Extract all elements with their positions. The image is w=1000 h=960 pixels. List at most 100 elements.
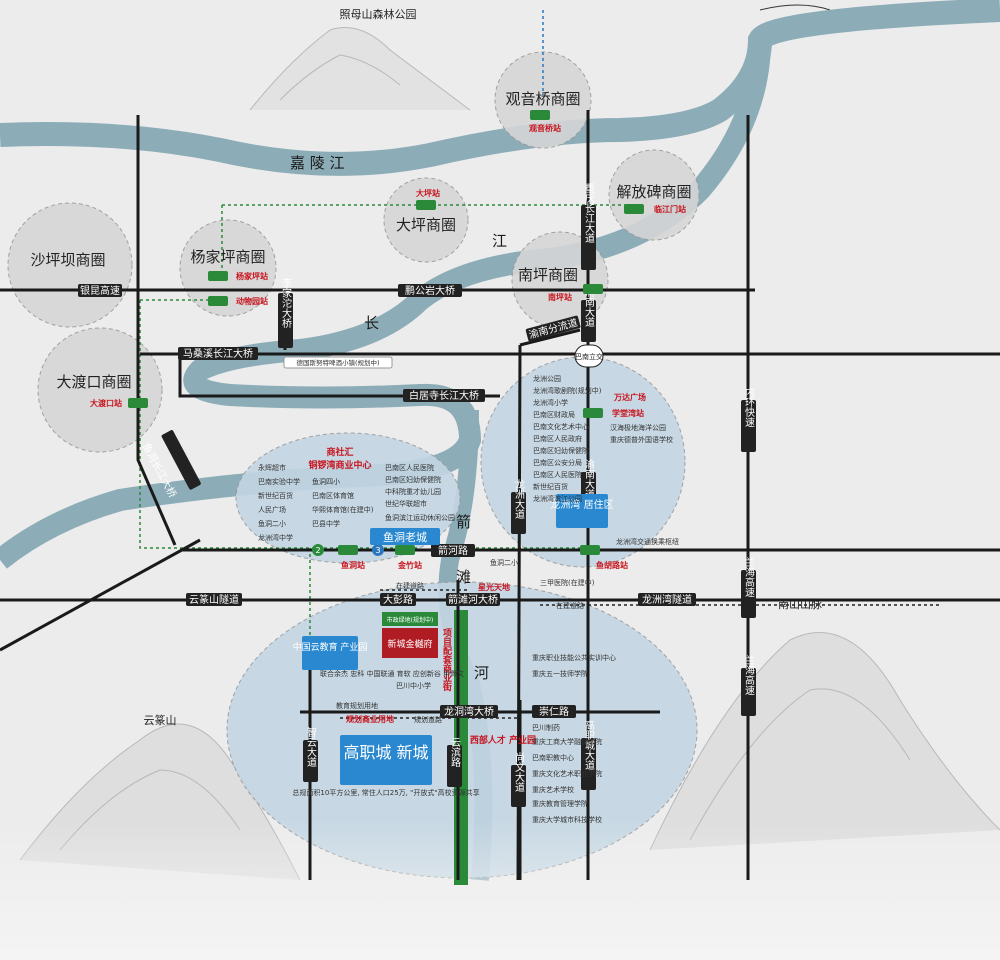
- road-gaozhicheng: 高职城大道: [583, 719, 595, 770]
- poi-right-5: 巴南区人民政府: [533, 434, 582, 443]
- road-longdongwan: 龙洞湾大桥: [444, 705, 494, 718]
- road-zhiyun: 智云大道: [305, 726, 317, 767]
- station-dadukou: 大渡口站: [90, 398, 122, 408]
- poi-right-9: 新世纪百货: [533, 482, 568, 491]
- road-dapeng: 大彭路: [383, 593, 413, 606]
- node-xingfu: 西部人才 产业园: [470, 734, 536, 746]
- poi-right-0: 龙洲公园: [533, 374, 561, 383]
- road-chongren: 崇仁路: [539, 705, 569, 718]
- river-changjiang-2: 长: [364, 314, 379, 332]
- station-yangjiaping: 杨家坪站: [236, 271, 268, 281]
- node-nanshan-mtn: 南山山脉: [778, 597, 822, 611]
- poi-left-13: 中科院重才幼儿园: [385, 487, 441, 496]
- road-yunan-1: 渝南大道: [583, 286, 595, 327]
- poi-south-4: 巴南职教中心: [532, 753, 574, 762]
- station-linjiangmen: 临江门站: [654, 204, 686, 214]
- poi-left-2: 新世纪百货: [258, 491, 293, 500]
- node-project-name: 新城金樾府: [387, 638, 432, 650]
- road-neihuan: 内环快速: [743, 386, 755, 427]
- road-jiantanhe: 箭滩河大桥: [448, 593, 498, 606]
- district-guanyinqiao: 观音桥商圈: [505, 90, 580, 108]
- river-jian-1: 箭: [456, 513, 471, 531]
- poi-guihuayongdi: 规划道路: [414, 715, 442, 724]
- poi-misc: 鱼洞二小 三甲医院(在建中) 在建道路 在建道路 巴川中小学 教育规划用地 规划…: [320, 537, 679, 724]
- poi-right-4: 巴南文化艺术中心: [533, 422, 589, 431]
- poi-right-11: 汉海极地海洋公园: [610, 423, 666, 432]
- road-yinkun: 银昆高速: [80, 284, 120, 297]
- poi-south-2: 巴川制药: [532, 723, 560, 732]
- poi-left-4: 鱼洞二小: [258, 519, 286, 528]
- road-nanhai-1: 兰海高速: [743, 556, 755, 597]
- node-yunzhuan-mtn: 云篆山: [144, 713, 177, 727]
- poi-south-5: 重庆文化艺术职业学院: [532, 769, 602, 778]
- poi-left-11: 巴南区人民医院: [385, 463, 434, 472]
- poi-south-0: 重庆职业技能公共实训中心: [532, 653, 616, 662]
- station-daping: 大坪站: [416, 188, 440, 198]
- poi-left-7: 巴南区体育馆: [312, 491, 354, 500]
- line-3-badge: 3: [375, 546, 380, 555]
- road-yunbin: 云滨路: [449, 737, 461, 768]
- road-penggongyan: 鹏公岩大桥: [405, 284, 455, 297]
- road-baijusi: 白居寺长江大桥: [409, 389, 479, 402]
- station-yuhulu: 鱼胡路站: [596, 560, 628, 570]
- node-shesheng: 商社汇: [326, 446, 353, 458]
- poi-south: 重庆职业技能公共实训中心 重庆五一技师学院 巴川制药 重庆工商大学融智学院 巴南…: [532, 653, 616, 824]
- poi-south-7: 重庆教育管理学院: [532, 799, 588, 808]
- poi-left-12: 巴南区妇幼保健院: [385, 475, 441, 484]
- poi-left-1: 巴南实验中学: [258, 477, 300, 486]
- road-eden: 德国斯努特啤酒小镇(规划中): [296, 358, 379, 367]
- station-dongwuyuan: 动物园站: [236, 296, 268, 306]
- poi-south-3: 重庆工商大学融智学院: [532, 737, 602, 746]
- station-guanyinqiao: 观音桥站: [529, 123, 561, 133]
- road-longzhou: 龙洲大道: [513, 478, 525, 519]
- road-longzhouwan-tunnel: 龙洲湾隧道: [642, 593, 692, 606]
- road-bananlijiao: 巴南立交: [575, 352, 603, 361]
- road-lijiatuo: 李家沱大桥: [280, 277, 292, 329]
- node-gaozhi-city: 高职城 新城: [343, 743, 428, 762]
- river-labels: 嘉 陵 江 江 长 箭 滩 河: [290, 154, 507, 682]
- poi-right-7: 巴南区公安分局: [533, 458, 582, 467]
- poi-left-0: 永辉超市: [258, 463, 286, 472]
- road-yunan-2: 渝南大道: [583, 458, 595, 499]
- river-jialing: [0, 0, 1000, 176]
- top-label: 照母山森林公园: [340, 7, 417, 21]
- poi-bachuan: 巴川中小学: [396, 681, 431, 690]
- stations: 观音桥站 大坪站 临江门站 杨家坪站 动物园站 南坪站 大渡口站 鱼洞站 金竹站…: [90, 110, 686, 570]
- poi-left: 永辉超市 巴南实验中学 新世纪百货 人民广场 鱼洞二小 龙洲湾中学 鱼洞四小 巴…: [258, 463, 455, 542]
- node-xingguang: 星光天地: [478, 582, 510, 592]
- road-jianhe: 箭河路: [438, 544, 468, 557]
- poi-left-8: 华熙体育馆(在建中): [312, 505, 374, 514]
- node-longzhouwan: 龙洲湾 居住区: [550, 498, 613, 511]
- node-xingwei: 项目配套商业街: [441, 628, 453, 692]
- poi-left-9: 巴县中学: [312, 519, 340, 528]
- line-2-badge: 2: [315, 546, 320, 555]
- station-nanping: 南坪站: [548, 292, 572, 302]
- poi-right-12: 重庆德普外国语学校: [610, 435, 673, 444]
- road-chongqing-changjiang: 重庆长江大道: [583, 182, 595, 243]
- district-titles: 观音桥商圈 解放碑商圈 大坪商圈 沙坪坝商圈 杨家坪商圈 南坪商圈 大渡口商圈: [30, 90, 691, 391]
- river-jian-3: 河: [474, 664, 489, 682]
- river-jian-2: 滩: [456, 568, 471, 586]
- district-nanping: 南坪商圈: [518, 266, 578, 284]
- poi-right-2: 龙洲湾小学: [533, 398, 568, 407]
- district-yangjiaping: 杨家坪商圈: [190, 248, 265, 266]
- road-labels: 银昆高速 鹏公岩大桥 李家沱大桥 马桑溪长江大桥 白居寺长江大桥 渝南分流道 巴…: [78, 182, 756, 807]
- station-jinzhu: 金竹站: [397, 560, 422, 570]
- poi-right-3: 巴南区财政局: [533, 410, 575, 419]
- poi-right: 龙洲公园 龙洲湾歌剧院(规划中) 龙洲湾小学 巴南区财政局 巴南文化艺术中心 巴…: [533, 374, 673, 503]
- station-xuetangwan: 学堂湾站: [612, 408, 644, 418]
- poi-left-10: 鱼洞滨江运动休闲公园: [385, 513, 455, 522]
- poi-sanjia: 三甲医院(在建中): [540, 578, 595, 587]
- poi-right-8: 巴南区人民医院: [533, 470, 582, 479]
- poi-longzhou-jiaotong: 龙洲湾交通换乘枢纽: [616, 537, 679, 546]
- poi-left-14: 世纪华联超市: [385, 499, 427, 508]
- river-changjiang-1: 江: [492, 232, 507, 250]
- poi-south-1: 重庆五一技师学院: [532, 669, 588, 678]
- node-guihua: 规划商业用地: [346, 714, 394, 724]
- road-shangwen: 尚文大道: [513, 751, 525, 792]
- poi-right-1: 龙洲湾歌剧院(规划中): [533, 386, 602, 395]
- poi-left-6: 鱼洞四小: [312, 477, 340, 486]
- poi-right-10: 龙洲湾滨江公园: [533, 494, 582, 503]
- poi-left-5: 龙洲湾中学: [258, 533, 293, 542]
